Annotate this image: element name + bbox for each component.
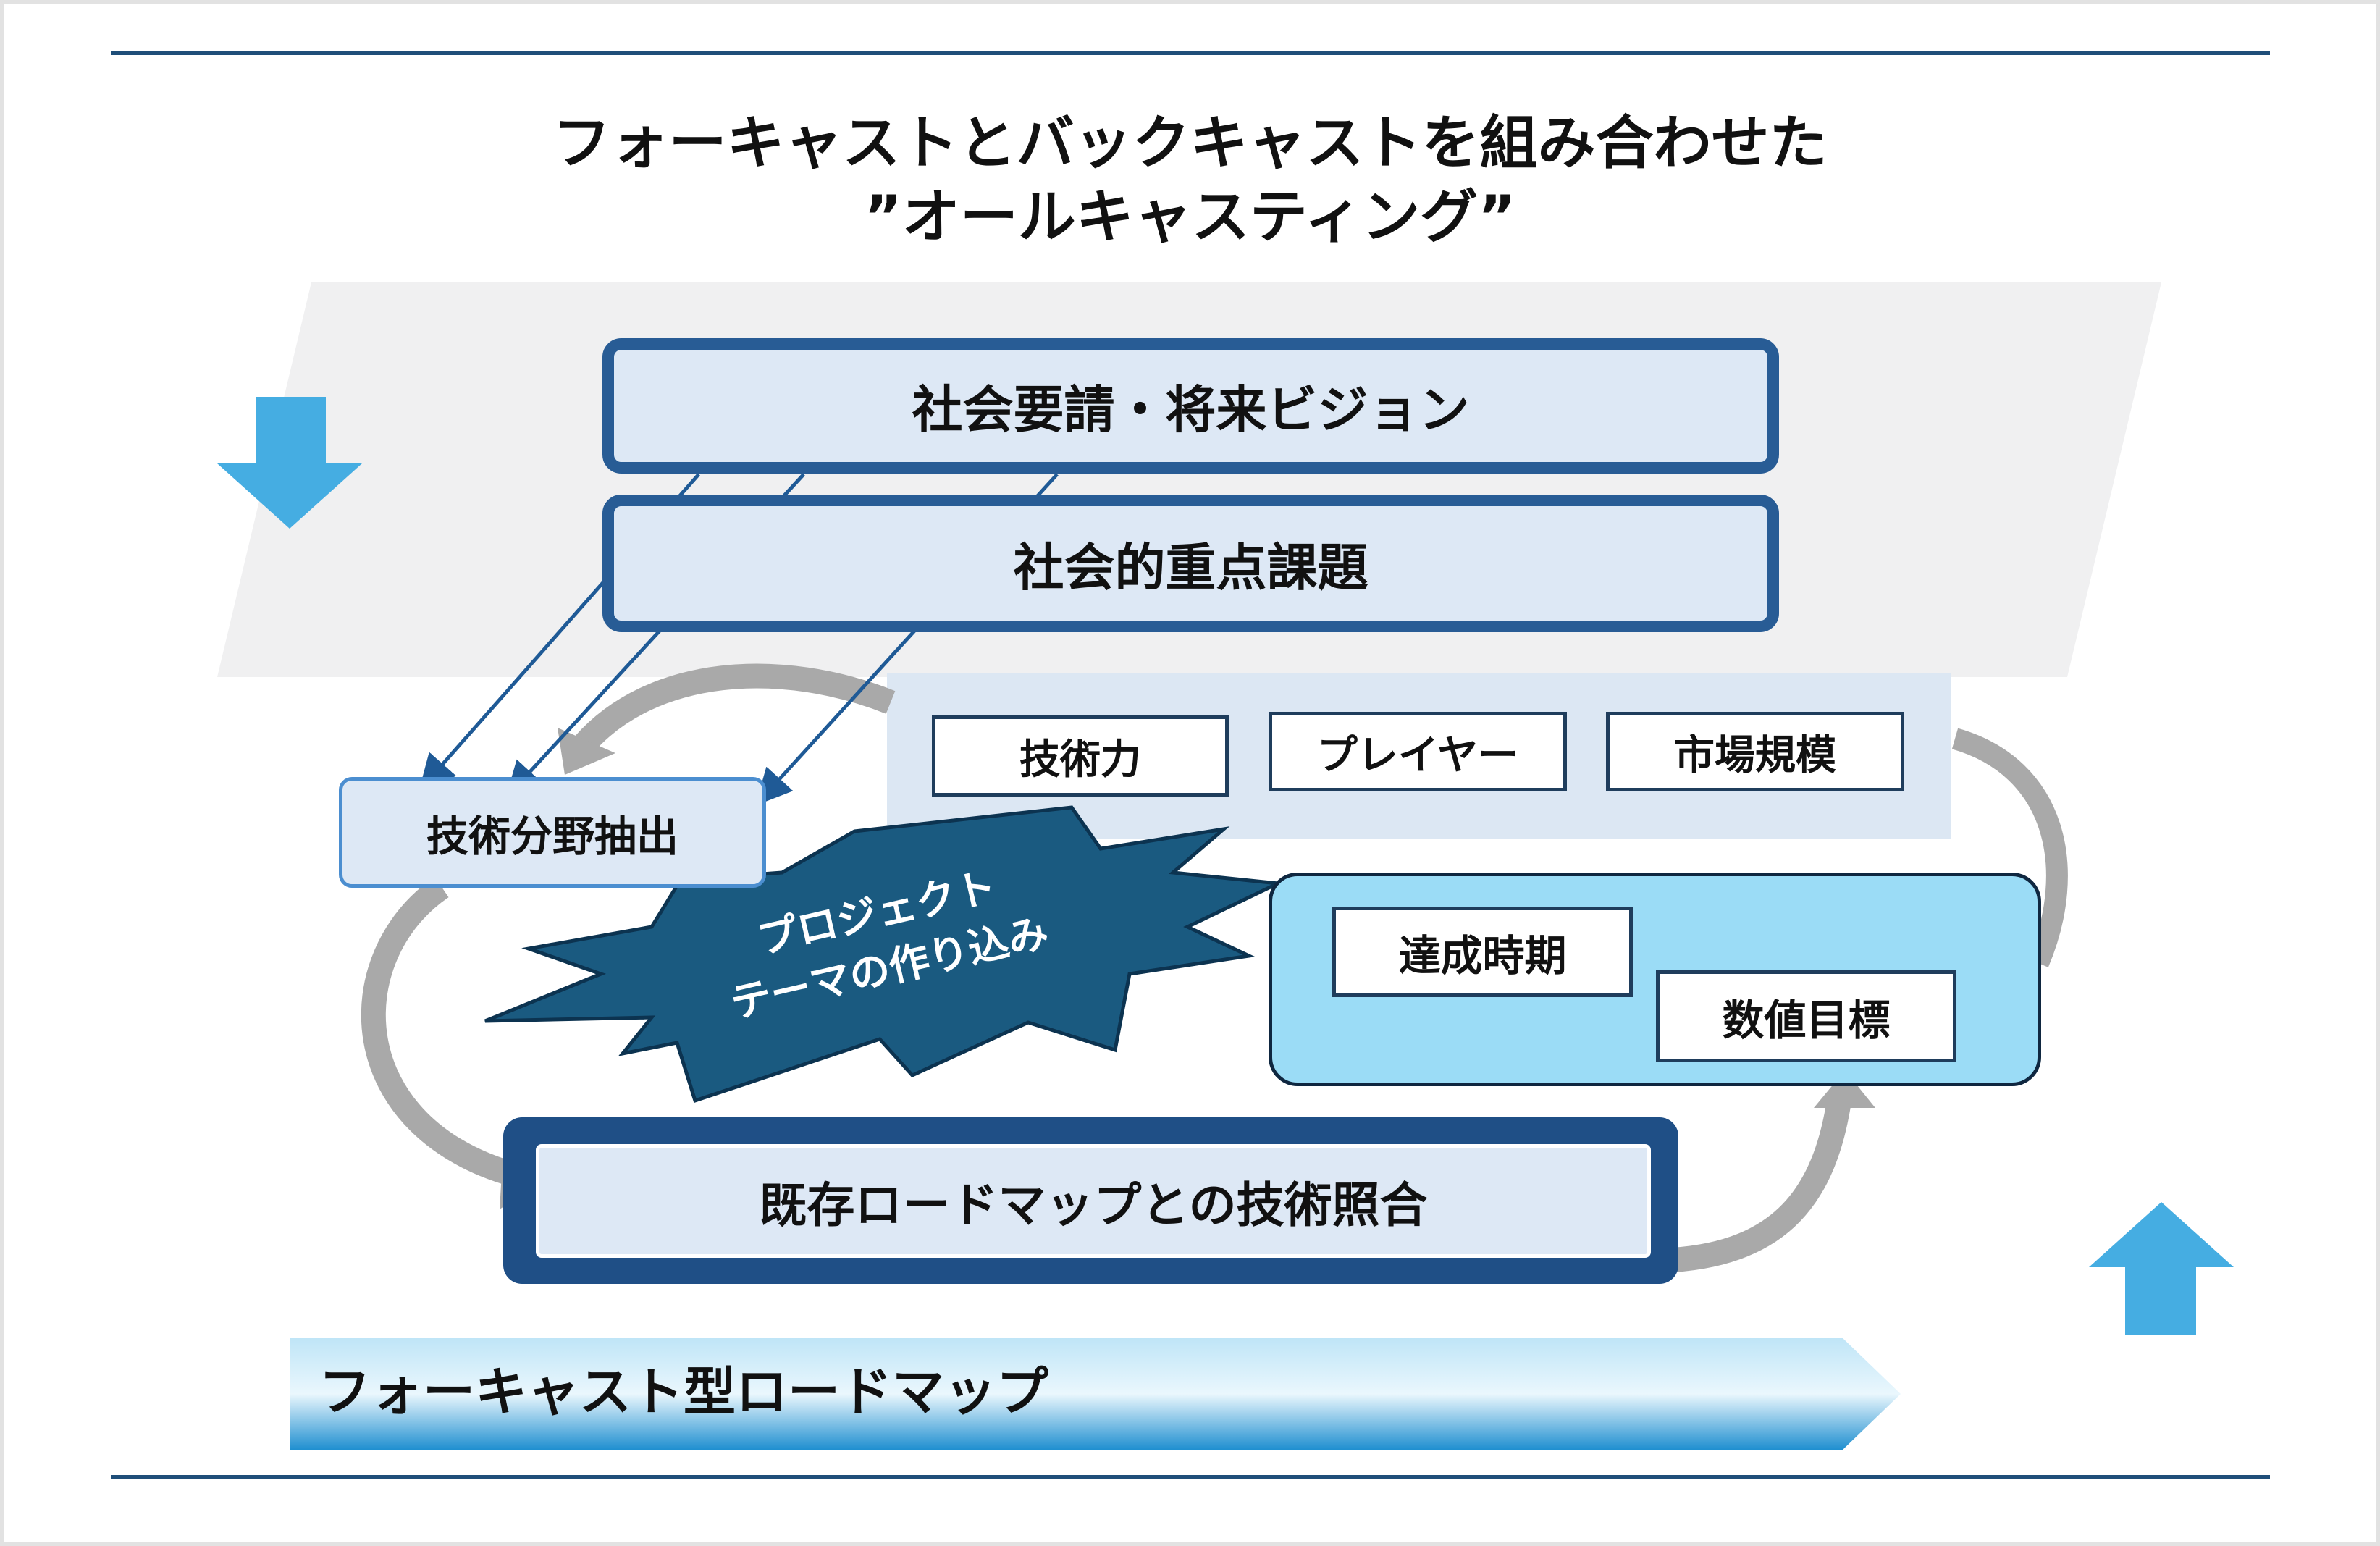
down-arrow-icon: [217, 397, 362, 529]
up-arrow-icon: [2089, 1202, 2234, 1335]
cycle-arrow-top: [573, 663, 896, 755]
achieve-time-box: 達成時期: [1332, 907, 1633, 997]
cycle-arrow-bottom: [1671, 1098, 1851, 1272]
forecast-band-label: フォーキャスト型ロードマップ: [319, 1361, 1049, 1422]
tech-power-box: 技術力: [932, 715, 1229, 797]
title-line-2: ”オールキャスティング”: [864, 183, 1516, 251]
cycle-arrow-right: [1951, 728, 2068, 967]
priority-issues-box: 社会的重点課題: [602, 495, 1779, 632]
title-line-1: フォーキャストとバックキャストを組み合わせた: [552, 109, 1828, 177]
bottom-rule: [111, 1475, 2270, 1479]
player-box: プレイヤー: [1269, 712, 1567, 791]
roadmap-check-box: 既存ロードマップとの技術照合: [536, 1144, 1651, 1258]
market-size-box: 市場規模: [1606, 712, 1904, 791]
tech-field-extract-box: 技術分野抽出: [339, 777, 766, 888]
vision-box: 社会要請・将来ビジョン: [602, 338, 1779, 474]
cycle-arrow-left: [361, 876, 525, 1189]
top-rule: [111, 51, 2270, 55]
forecast-band-arrow: [290, 1338, 1901, 1450]
numeric-target-box: 数値目標: [1656, 970, 1956, 1062]
